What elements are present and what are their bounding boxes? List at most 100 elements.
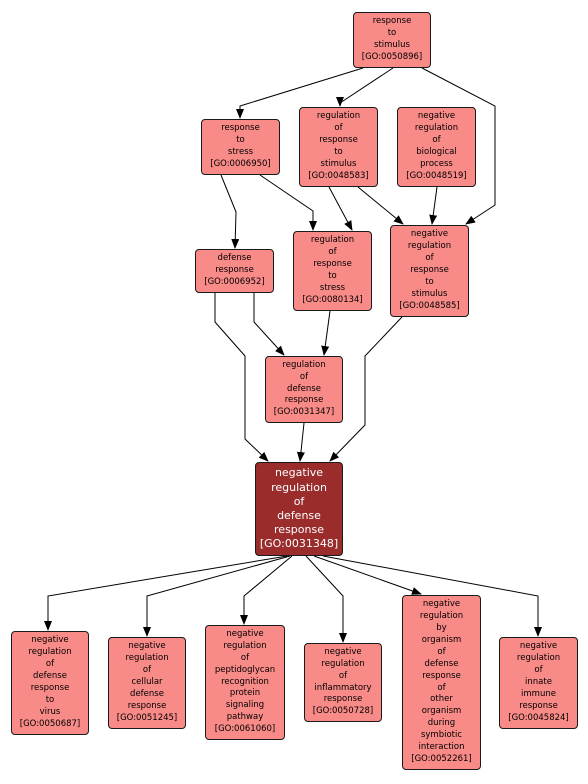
- edge-arrow: [328, 186, 353, 231]
- node-label-line: symbiotic: [420, 730, 463, 741]
- node-label-line: [GO:0050896]: [361, 51, 423, 62]
- node-label-line: regulation: [223, 640, 267, 651]
- node-label-line: organism: [421, 706, 462, 717]
- edge-arrow: [143, 555, 291, 637]
- node-label-line: regulation: [419, 611, 464, 622]
- node-label-line: response: [422, 670, 461, 681]
- node-label-line: [GO:0051245]: [116, 712, 178, 723]
- node-label-line: negative: [422, 599, 461, 610]
- edge-arrow: [296, 422, 305, 462]
- node-label-line: [GO:0052261]: [411, 753, 472, 764]
- node-label-line: stimulus: [320, 158, 357, 169]
- node-label-line: stimulus: [374, 40, 410, 50]
- node-label-line: virus: [39, 706, 61, 717]
- node-label-line: during: [427, 718, 456, 729]
- edge-arrow: [421, 67, 496, 225]
- edge-arrow: [220, 174, 240, 249]
- node-label-line: of: [45, 659, 55, 670]
- node-label-line: response: [215, 265, 254, 276]
- edge-arrow: [44, 555, 288, 631]
- node-label-line: to: [387, 28, 397, 39]
- node-label-line: [GO:0045824]: [508, 712, 569, 723]
- node-label-line: signaling: [225, 700, 265, 711]
- node-label-line: [GO:0050687]: [19, 718, 81, 729]
- node-label-line: other: [430, 694, 453, 705]
- node-label-line: regulation: [271, 480, 327, 494]
- node-label-line: regulation: [316, 111, 361, 122]
- node-label-line: to: [334, 147, 343, 157]
- edge-arrow: [357, 186, 404, 225]
- edge-arrow: [214, 293, 269, 462]
- node-label-line: defense: [217, 253, 252, 264]
- node-label-line: negative: [410, 229, 449, 240]
- node-label-line: stress: [227, 147, 254, 157]
- node-label-line: of: [328, 247, 337, 258]
- node-label-line: defense: [33, 671, 67, 682]
- node-label-line: biological: [416, 147, 457, 157]
- node-label-line: [GO:0048585]: [399, 300, 460, 311]
- node-label-line: defense: [424, 658, 459, 669]
- node-label-line: of: [299, 371, 309, 382]
- edge-arrow: [253, 293, 285, 356]
- node-label-line: negative: [417, 111, 456, 122]
- node-label-line: [GO:0006952]: [204, 276, 265, 287]
- node-label-line: of: [334, 123, 343, 134]
- node-label-line: defense: [287, 383, 321, 394]
- node-label-line: of: [338, 670, 348, 681]
- node-label-line: negative: [128, 641, 166, 652]
- node-label-line: cellular: [131, 677, 163, 688]
- edge-arrow: [313, 555, 422, 595]
- node-label-line: defense: [277, 509, 321, 522]
- edge-arrow: [259, 174, 317, 231]
- edge-arrow: [329, 316, 403, 462]
- node-label-line: stimulus: [411, 288, 448, 299]
- node-label-line: innate: [525, 677, 552, 688]
- node-label-line: regulation: [125, 653, 169, 664]
- node-label-line: response: [372, 16, 412, 27]
- node-label-line: recognition: [221, 676, 269, 687]
- node-label-line: response: [319, 135, 358, 146]
- node-label-line: negative: [31, 635, 69, 646]
- node-label-line: pathway: [226, 712, 264, 723]
- node-label-line: defense: [130, 688, 164, 699]
- node-label-line: response: [313, 259, 352, 270]
- node-label-line: [GO:0048583]: [308, 170, 369, 181]
- node-label-line: response: [519, 700, 558, 711]
- node-label-line: interaction: [418, 742, 465, 753]
- node-label-line: regulation: [414, 123, 459, 134]
- node-label-line: [GO:0048519]: [406, 170, 467, 181]
- node-label-line: organism: [421, 634, 462, 645]
- node-label-line: negative: [226, 628, 264, 639]
- node-label-line: negative: [274, 466, 324, 480]
- node-label-line: [GO:0080134]: [302, 294, 363, 305]
- node-label-line: response: [127, 700, 167, 711]
- node-label-line: process: [420, 158, 453, 169]
- node-label-line: of: [240, 652, 250, 663]
- node-label-line: regulation: [282, 359, 326, 370]
- edge-arrow: [429, 186, 438, 225]
- node-label-line: [GO:0031347]: [273, 407, 335, 418]
- node-label-line: stress: [319, 282, 346, 293]
- node-label-line: of: [293, 494, 305, 508]
- node-label-line: regulation: [310, 235, 355, 246]
- node-label-line: response: [323, 694, 363, 705]
- node-label-line: [GO:0006950]: [210, 158, 271, 169]
- node-label-line: response: [410, 265, 449, 276]
- node-label-line: of: [437, 682, 446, 693]
- edge-arrow: [305, 555, 347, 643]
